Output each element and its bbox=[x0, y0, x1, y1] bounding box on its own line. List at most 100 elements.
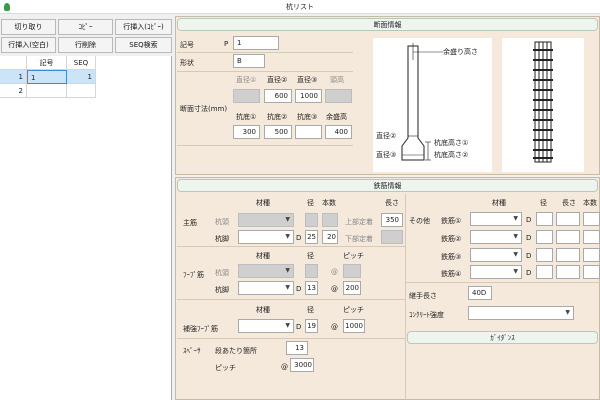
shape-input[interactable]: B bbox=[233, 54, 265, 68]
main-foot-d-label: D bbox=[296, 234, 302, 242]
spacer-label: ｽﾍﾟｰｻ bbox=[183, 347, 201, 355]
row-number[interactable]: 2 bbox=[0, 84, 27, 98]
other-rebar1-count-input[interactable] bbox=[583, 212, 600, 226]
column-header-seq[interactable]: SEQ bbox=[67, 56, 96, 70]
bottom2-input[interactable]: 500 bbox=[264, 125, 292, 139]
delete-row-button[interactable]: 行削除 bbox=[58, 37, 113, 53]
insert-copy-button[interactable]: 行挿入(ｺﾋﾟｰ) bbox=[115, 19, 172, 35]
other-rebar4-count-input[interactable] bbox=[583, 265, 600, 279]
extra-height-input[interactable]: 400 bbox=[325, 125, 352, 139]
other-rebar3-length-input[interactable] bbox=[556, 248, 580, 262]
lower-anchor-input[interactable] bbox=[381, 230, 403, 244]
bottom1-input[interactable]: 300 bbox=[233, 125, 260, 139]
lower-anchor-label: 下部定着 bbox=[345, 235, 373, 243]
other-rebar3-dia-input[interactable] bbox=[536, 248, 553, 262]
spacer-pitch-input[interactable]: 3000 bbox=[290, 358, 314, 372]
other-rebar4-dia-input[interactable] bbox=[536, 265, 553, 279]
hoop-foot-dia-input[interactable]: 13 bbox=[305, 281, 318, 295]
hoop-head-pitch-input[interactable] bbox=[343, 264, 361, 278]
divider bbox=[177, 246, 405, 247]
chevron-down-icon: ▼ bbox=[513, 233, 518, 240]
hoop-foot-pitch-input[interactable]: 200 bbox=[343, 281, 361, 295]
other-rebar2-d-label: D bbox=[526, 234, 532, 242]
other-rebar4-length-input[interactable] bbox=[556, 265, 580, 279]
hoop-head-material-select[interactable]: ▼ bbox=[238, 264, 294, 278]
bottom3-input[interactable] bbox=[295, 125, 322, 139]
kigo-label: 記号 bbox=[180, 41, 194, 49]
reinf-at-label: @ bbox=[331, 323, 338, 331]
hoop-foot-material-select[interactable]: ▼ bbox=[238, 281, 294, 295]
section-dims-label: 断面寸法(mm) bbox=[180, 105, 228, 113]
shape-label: 形状 bbox=[180, 59, 194, 67]
cut-button[interactable]: 切り取り bbox=[1, 19, 56, 35]
guidance-header: ｶﾞｲﾀﾞﾝｽ bbox=[407, 331, 598, 344]
other-rebar3-d-label: D bbox=[526, 252, 532, 260]
other-rebar4-material-select[interactable]: ▼ bbox=[470, 265, 522, 279]
other-label: その他 bbox=[409, 217, 430, 225]
kigo-input[interactable]: 1 bbox=[233, 36, 279, 50]
other-rebar1-length-input[interactable] bbox=[556, 212, 580, 226]
divider bbox=[406, 282, 600, 283]
other-rebar1-label: 鉄筋① bbox=[441, 217, 462, 225]
main-head-material-select[interactable]: ▼ bbox=[238, 213, 294, 227]
table-cell-kigo[interactable] bbox=[27, 84, 67, 98]
concrete-strength-select[interactable]: ▼ bbox=[468, 306, 574, 320]
kigo-prefix: P bbox=[224, 40, 229, 48]
other-count-col: 本数 bbox=[583, 199, 597, 207]
main-head-dia-input[interactable] bbox=[305, 213, 318, 227]
other-rebar2-material-select[interactable]: ▼ bbox=[470, 230, 522, 244]
table-cell-kigo[interactable]: 1 bbox=[27, 70, 67, 84]
table-cell-seq[interactable] bbox=[67, 84, 96, 98]
other-rebar3-count-input[interactable] bbox=[583, 248, 600, 262]
divider bbox=[177, 71, 353, 72]
diameter1-input[interactable] bbox=[233, 89, 260, 103]
diameter1-label: 直径① bbox=[236, 76, 257, 84]
pile-list-grid[interactable]: 記号 SEQ 1 1 1 2 bbox=[0, 56, 172, 400]
spacer-per-stage-input[interactable]: 13 bbox=[286, 341, 308, 355]
diameter2-input[interactable]: 600 bbox=[264, 89, 292, 103]
upper-anchor-input[interactable]: 350 bbox=[381, 213, 403, 227]
main-foot-dia-input[interactable]: 25 bbox=[305, 230, 318, 244]
hoop-dia-col: 径 bbox=[307, 252, 314, 260]
spacer-pitch-label: ピッチ bbox=[215, 364, 236, 372]
divider bbox=[177, 145, 353, 146]
reinf-hoop-label: 補強ﾌｰﾌﾟ筋 bbox=[183, 325, 218, 333]
joint-length-input[interactable]: 40D bbox=[468, 286, 492, 300]
row-number[interactable]: 1 bbox=[0, 70, 27, 84]
reinf-material-select[interactable]: ▼ bbox=[238, 319, 294, 333]
other-rebar1-dia-input[interactable] bbox=[536, 212, 553, 226]
main-bar-label: 主筋 bbox=[183, 219, 197, 227]
grid-corner bbox=[0, 56, 27, 70]
hoop-head-dia-input[interactable] bbox=[305, 264, 318, 278]
joint-length-label: 継手長さ bbox=[409, 292, 437, 300]
divider bbox=[177, 299, 405, 300]
section-info-header: 断面情報 bbox=[177, 18, 598, 31]
other-rebar1-material-select[interactable]: ▼ bbox=[470, 212, 522, 226]
main-foot-material-select[interactable]: ▼ bbox=[238, 230, 294, 244]
other-material-col: 材種 bbox=[492, 199, 506, 207]
diameter3-input[interactable]: 1000 bbox=[295, 89, 322, 103]
chevron-down-icon: ▼ bbox=[285, 284, 290, 291]
column-header-kigo[interactable]: 記号 bbox=[27, 56, 67, 70]
reinf-d-label: D bbox=[296, 323, 302, 331]
other-rebar2-count-input[interactable] bbox=[583, 230, 600, 244]
reinf-pitch-input[interactable]: 1000 bbox=[343, 319, 365, 333]
table-cell-seq[interactable]: 1 bbox=[67, 70, 96, 84]
seq-search-button[interactable]: SEQ検索 bbox=[115, 37, 172, 53]
diameter2-label: 直径② bbox=[267, 76, 288, 84]
other-rebar4-d-label: D bbox=[526, 269, 532, 277]
other-rebar2-dia-input[interactable] bbox=[536, 230, 553, 244]
rebar-cage-drawing bbox=[533, 41, 553, 163]
other-rebar2-length-input[interactable] bbox=[556, 230, 580, 244]
extra-height-label: 余盛高 bbox=[326, 113, 347, 121]
main-head-count-input[interactable] bbox=[322, 213, 338, 227]
insert-blank-button[interactable]: 行挿入(空白) bbox=[1, 37, 56, 53]
chevron-down-icon: ▼ bbox=[565, 309, 570, 316]
copy-button[interactable]: ｺﾋﾟｰ bbox=[58, 19, 113, 35]
diameter2-callout: 直径② bbox=[376, 132, 397, 140]
head-height-input[interactable] bbox=[325, 89, 352, 103]
reinf-dia-input[interactable]: 19 bbox=[305, 319, 318, 333]
other-rebar3-material-select[interactable]: ▼ bbox=[470, 248, 522, 262]
other-rebar4-label: 鉄筋④ bbox=[441, 270, 462, 278]
main-foot-count-input[interactable]: 20 bbox=[322, 230, 338, 244]
